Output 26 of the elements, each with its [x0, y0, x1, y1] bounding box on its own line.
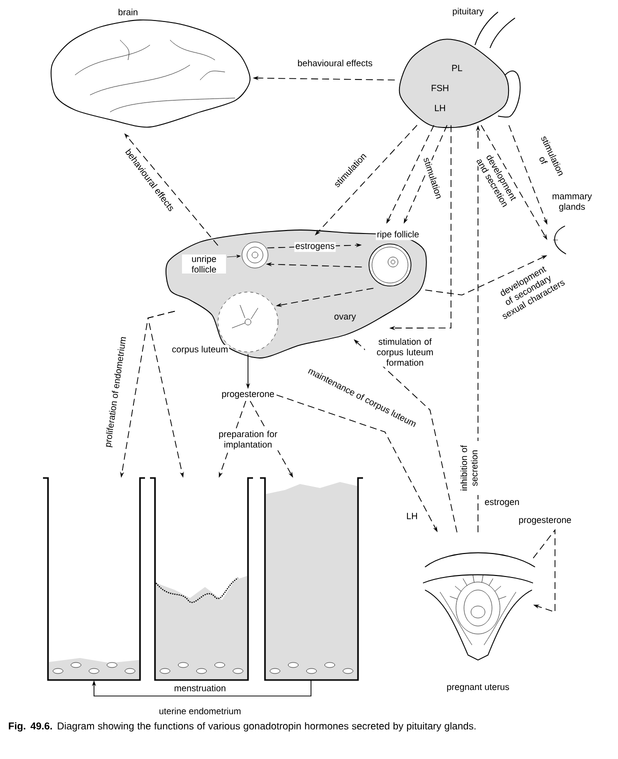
arrow	[532, 528, 556, 613]
edge-label: inhibition of secretion	[459, 441, 479, 495]
edge-label: preparation for implantation	[213, 430, 283, 450]
edge-label: menstruation	[173, 684, 227, 692]
organ-label: pituitary	[452, 8, 484, 16]
organ-label: ovary	[334, 314, 356, 322]
organ-label: pregnant uterus	[447, 684, 510, 692]
figure-label: uterine endometrium	[158, 706, 242, 716]
endometrium-drawing	[150, 477, 254, 681]
edge-label: progesterone	[518, 516, 572, 526]
edge-label: behavioural effects	[296, 58, 374, 68]
hormone-label: LH	[405, 512, 419, 520]
hormone-label: estrogen	[484, 498, 520, 508]
hormone-label: progesterone	[222, 391, 274, 399]
organ-label: ripe follicle	[376, 230, 420, 240]
edge-label: stimulation of corpus luteum formation	[365, 337, 445, 367]
edge-label: estrogens	[294, 242, 336, 252]
endometrium-drawing	[260, 477, 364, 681]
arrow	[92, 680, 312, 696]
organ-label: mammary glands	[552, 194, 592, 212]
edge-label: proliferation of endometrium	[102, 335, 130, 449]
organ-label: brain	[118, 8, 138, 16]
organ-label: unripe follicle	[182, 254, 226, 274]
caption: Fig. 49.6. Diagram showing the functions of various gonadotropin hormones secreted by pituitary glands.	[8, 722, 476, 732]
organ-label: corpus luteum	[170, 344, 230, 356]
endometrium-drawing	[42, 477, 146, 681]
